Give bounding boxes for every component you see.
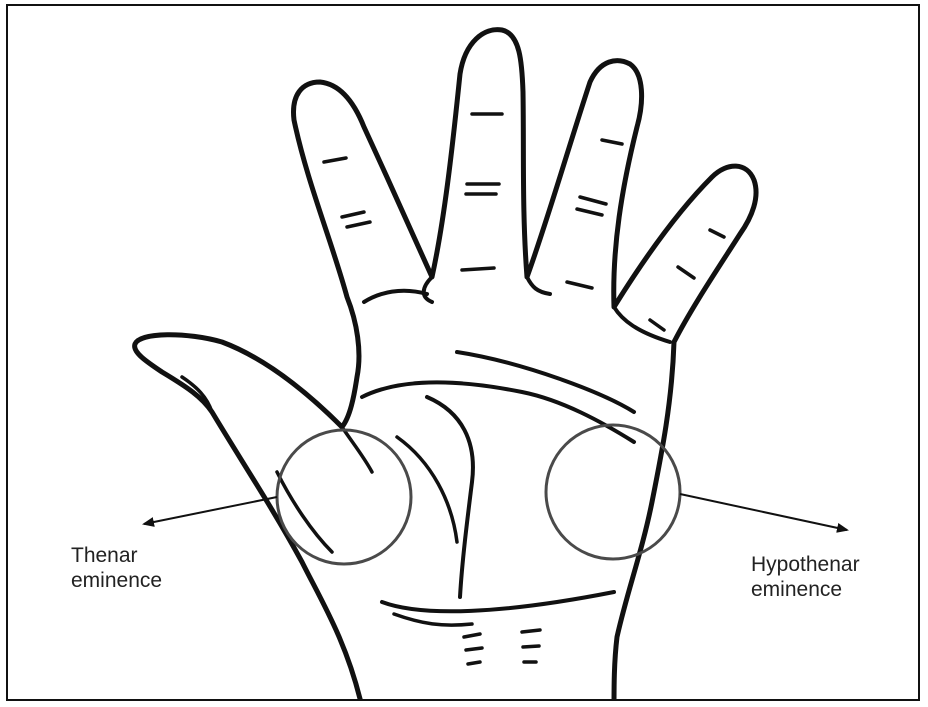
palm-crease xyxy=(397,437,457,542)
joint-line xyxy=(462,268,494,270)
joint-line xyxy=(602,140,622,144)
palm-crease xyxy=(427,397,473,597)
thenar-eminence-label: Thenar eminence xyxy=(71,543,162,593)
thenar-arrow xyxy=(144,497,277,524)
finger-crease xyxy=(614,307,670,342)
thenar-circle xyxy=(277,430,411,564)
hypothenar-label-line-2: eminence xyxy=(751,577,860,602)
joint-line xyxy=(567,282,592,288)
palm-crease xyxy=(457,352,634,412)
finger-crease xyxy=(527,277,550,294)
wrist-crease xyxy=(394,614,472,625)
hypothenar-eminence-label: Hypothenar eminence xyxy=(751,552,860,602)
thumb-crease xyxy=(277,472,332,552)
hypothenar-circle xyxy=(546,425,680,559)
finger-crease xyxy=(424,277,432,302)
wrist-crease xyxy=(382,592,614,611)
joint-line xyxy=(650,320,664,330)
joint-line xyxy=(577,209,602,215)
wrist-crease xyxy=(466,648,482,650)
joint-line xyxy=(580,197,606,204)
hypothenar-arrow xyxy=(680,494,847,530)
joint-line xyxy=(678,267,694,278)
thenar-label-line-1: Thenar xyxy=(71,543,162,568)
thenar-label-line-2: eminence xyxy=(71,568,162,593)
hand-outline xyxy=(135,30,756,701)
joint-line xyxy=(342,212,364,217)
wrist-crease xyxy=(523,646,539,647)
finger-crease xyxy=(364,291,427,302)
joint-line xyxy=(347,222,370,227)
joint-line xyxy=(324,158,346,162)
wrist-crease xyxy=(464,634,480,637)
figure-frame: Thenar eminence Hypothenar eminence xyxy=(6,4,920,701)
hypothenar-label-line-1: Hypothenar xyxy=(751,552,860,577)
wrist-crease xyxy=(522,630,540,632)
joint-line xyxy=(710,230,724,237)
wrist-crease xyxy=(468,662,480,664)
